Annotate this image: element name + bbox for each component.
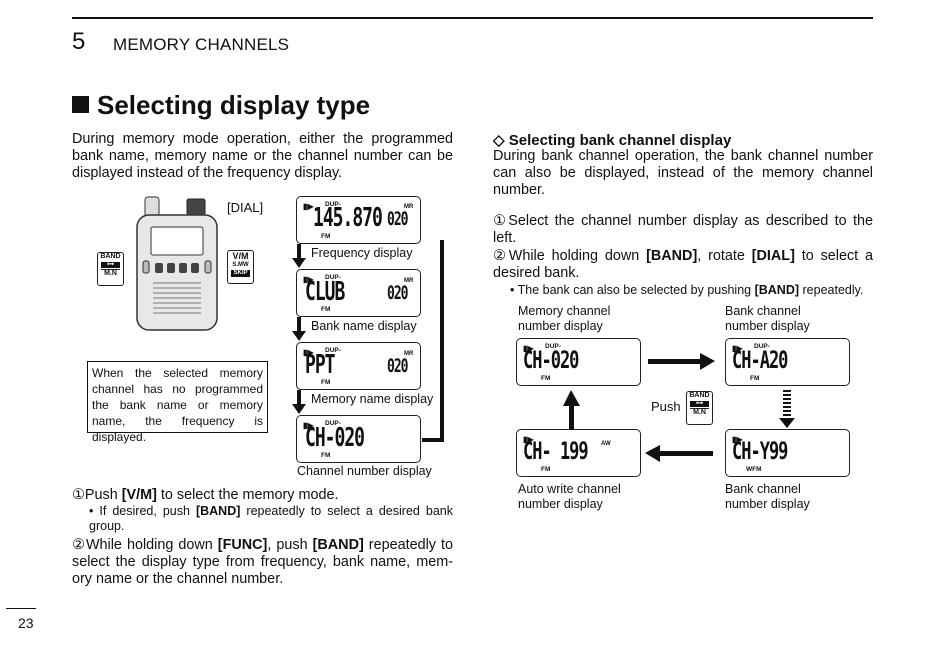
chapter-title: MEMORY CHANNELS xyxy=(113,35,290,54)
right-intro: During bank channel operation, the bank … xyxy=(493,148,873,199)
caption-memory-name: Memory name display xyxy=(311,392,434,406)
right-bullet: • The bank can also be selected by pushi… xyxy=(510,283,864,297)
label-auto-write: Auto write channel number display xyxy=(518,482,621,511)
left-step-1: ①Push [V/M] to select the memory mode. xyxy=(72,487,339,503)
right-step-1: ①Select the channel number display as de… xyxy=(493,213,873,247)
caption-bank-name: Bank name display xyxy=(311,319,417,333)
left-intro: During memory mode operation, either the… xyxy=(72,131,453,182)
square-bullet-icon xyxy=(72,96,89,113)
label-memory-channel: Memory channel number display xyxy=(518,304,611,333)
label-bank-channel: Bank channel number display xyxy=(725,304,810,333)
lcd-bank-channel: ▮▶ DUP- CH-A20 FM xyxy=(725,338,850,386)
push-label: Push xyxy=(651,399,681,414)
note-box: When the selected memory channel has no … xyxy=(87,361,268,444)
left-bullet-1: • If desired, push [BAND] repeatedly to … xyxy=(89,504,453,533)
lcd-channel-number-display: ▮▶ DUP- CH-020 FM xyxy=(296,415,421,463)
vm-key-icon: V/M S.MW SKIP xyxy=(227,250,254,284)
radio-illustration xyxy=(136,196,218,331)
bank-cycle-arrows xyxy=(563,353,795,462)
page-number-rule xyxy=(6,608,36,609)
lcd-memory-channel: ▮▶ DUP- CH-020 FM xyxy=(516,338,641,386)
lcd-signal-icon: ▮▶ xyxy=(303,202,314,211)
right-step-2: ②While holding down [BAND], rotate [DIAL… xyxy=(493,248,874,282)
dial-label: [DIAL] xyxy=(227,200,264,215)
lcd-bank-channel-2: ▮▶ CH-Y99 WFM xyxy=(725,429,850,477)
diamond-icon: ◇ xyxy=(493,132,505,149)
left-step-2: ②While holding down [FUNC], push [BAND] … xyxy=(72,537,454,588)
page-number: 23 xyxy=(18,615,34,631)
chapter-number: 5 xyxy=(72,28,86,55)
lcd-memory-name-display: ▮▶ DUP- PPT 020 MR FM xyxy=(296,342,421,390)
band-key-icon: BAND ⊶ M.N xyxy=(97,252,124,286)
display-cycle-arrows xyxy=(292,240,444,442)
section-title: Selecting display type xyxy=(72,90,370,121)
caption-channel-number: Channel number display xyxy=(297,464,432,478)
label-bank-channel-2: Bank channel number display xyxy=(725,482,810,511)
band-key-icon-2: BAND ⊶ M.N xyxy=(686,391,713,425)
lcd-auto-write-channel: ▮▶ CH- 199 AW FM xyxy=(516,429,641,477)
header-rule xyxy=(72,17,873,19)
lcd-frequency-display: ▮▶ DUP- 145.870 020 MR FM xyxy=(296,196,421,244)
right-heading: ◇ Selecting bank channel display xyxy=(493,132,732,149)
lcd-bank-name-display: ▮▶ DUP- CLUB 020 MR FM xyxy=(296,269,421,317)
caption-frequency: Frequency display xyxy=(311,246,413,260)
